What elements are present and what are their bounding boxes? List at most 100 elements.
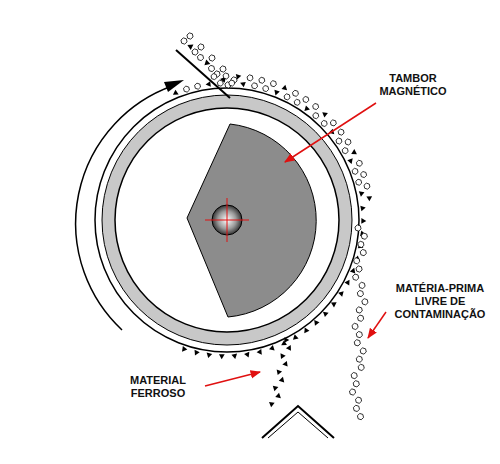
ferrous-particle [207, 353, 213, 358]
ferrous-particle [269, 402, 275, 407]
raw-particle [356, 160, 362, 166]
ferrous-particle [338, 291, 344, 297]
ferrous-particle [359, 191, 365, 196]
raw-particle [247, 75, 253, 81]
raw-particle [352, 323, 358, 329]
raw-particle [217, 80, 223, 86]
raw-particle [356, 179, 362, 185]
raw-particle [358, 241, 364, 247]
raw-particle [357, 290, 363, 296]
ferrous-particle [269, 345, 275, 350]
raw-particle [359, 282, 365, 288]
ferrous-particle [182, 346, 187, 352]
raw-particle [313, 113, 319, 119]
ferrous-particle [347, 158, 352, 164]
raw-particle [362, 299, 368, 305]
raw-particle [294, 99, 300, 105]
raw-particle [345, 139, 351, 145]
raw-particle [356, 266, 362, 272]
raw-particle [338, 129, 344, 135]
leader-arrow [368, 312, 386, 338]
raw-particle [195, 83, 201, 89]
raw-particle [330, 120, 336, 126]
raw-particle [353, 405, 359, 411]
raw-particle [354, 258, 360, 264]
particles [173, 33, 372, 420]
ferrous-particle [206, 81, 211, 87]
ferrous-particle [281, 85, 287, 90]
ferrous-particle [361, 218, 366, 224]
ferrous-particle [351, 149, 357, 154]
magnet-sector [187, 124, 316, 317]
ferrous-particle [304, 328, 309, 334]
raw-particle [223, 73, 229, 79]
ferrous-particle [323, 312, 329, 317]
raw-particle [208, 65, 214, 71]
ferrous-particle [219, 354, 225, 359]
ferrous-particle [280, 353, 285, 359]
raw-particle [360, 249, 366, 255]
raw-particle [293, 90, 299, 96]
ferrous-particle [293, 334, 299, 339]
raw-particle [181, 38, 187, 44]
drum-shell [95, 88, 359, 352]
raw-particle [358, 364, 364, 370]
ferrous-particle [244, 352, 249, 358]
feed-chute [176, 50, 230, 98]
raw-particle [187, 33, 193, 39]
splitter [262, 406, 334, 438]
ferrous-particle [187, 45, 193, 50]
leader-arrow [205, 372, 260, 386]
raw-particle [263, 86, 269, 92]
ferrous-particle [366, 196, 372, 201]
ferrous-particle [279, 377, 284, 383]
ferrous-particle [344, 280, 349, 286]
leader-arrow [285, 103, 376, 162]
ferrous-particle [274, 90, 279, 96]
raw-particle [356, 331, 362, 337]
raw-particle [357, 413, 363, 419]
raw-particle [303, 96, 309, 102]
raw-particle [197, 54, 203, 60]
ferrous-particle [173, 90, 179, 95]
raw-particle [198, 44, 204, 50]
raw-particle [353, 381, 359, 387]
raw-particle [352, 168, 358, 174]
ferrous-particle [304, 105, 310, 110]
callout-label: MATERIAL FERROSO [118, 374, 198, 400]
raw-particle [321, 120, 327, 126]
raw-particle [360, 348, 366, 354]
splitter [268, 412, 328, 438]
ferrous-particle [277, 370, 282, 376]
raw-particle [220, 66, 226, 72]
raw-particle [358, 315, 364, 321]
raw-particle [361, 233, 367, 239]
raw-particle [252, 83, 258, 89]
raw-particle [361, 172, 367, 178]
raw-particle [364, 183, 370, 189]
raw-particle [355, 397, 361, 403]
raw-particle [356, 356, 362, 362]
ferrous-particle [360, 206, 365, 212]
raw-particle [354, 340, 360, 346]
drum-band [102, 95, 352, 345]
ferrous-particle [236, 74, 241, 80]
raw-particle [284, 94, 290, 100]
ferrous-particle [231, 354, 237, 359]
raw-particle [259, 77, 265, 83]
raw-particle [336, 138, 342, 144]
ferrous-particle [195, 350, 200, 356]
callout-label: MATÉRIA-PRIMA LIVRE DE CONTAMINAÇÃO [389, 282, 491, 321]
ferrous-particle [350, 268, 355, 274]
raw-particle [353, 274, 359, 280]
raw-particle [313, 104, 319, 110]
drum-inner [115, 108, 339, 332]
ferrous-particle [275, 393, 281, 398]
raw-particle [211, 74, 217, 80]
ferrous-particle [240, 82, 246, 87]
raw-particle [356, 307, 362, 313]
rotation-arrowhead [164, 80, 184, 92]
ferrous-particle [331, 302, 337, 307]
callout-label: TAMBOR MAGNÉTICO [371, 72, 455, 98]
ferrous-particle [273, 386, 279, 391]
